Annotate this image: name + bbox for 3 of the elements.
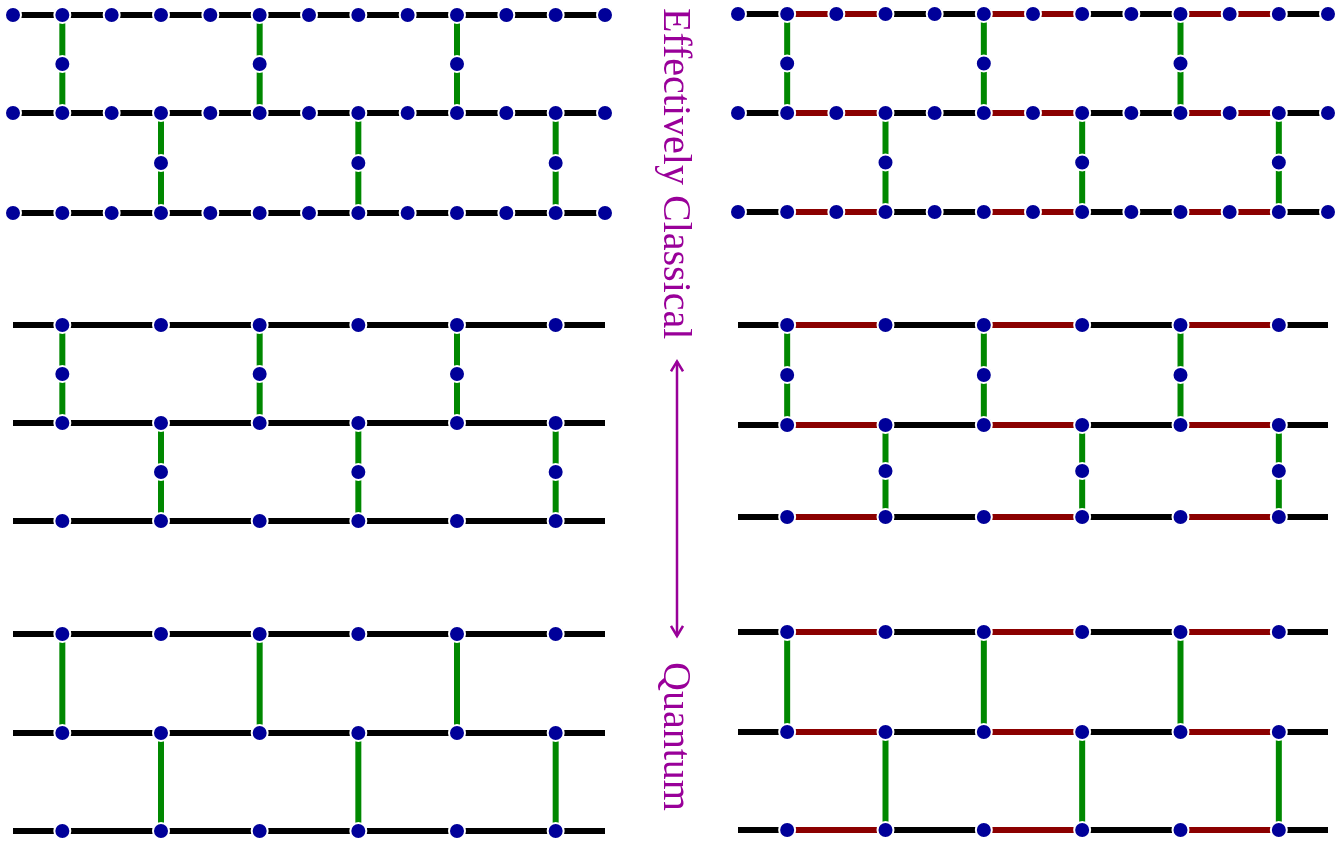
axis-label: Effectively Classical — [654, 8, 700, 340]
axis-label: Quantum — [654, 662, 700, 811]
double-arrow — [669, 360, 685, 638]
